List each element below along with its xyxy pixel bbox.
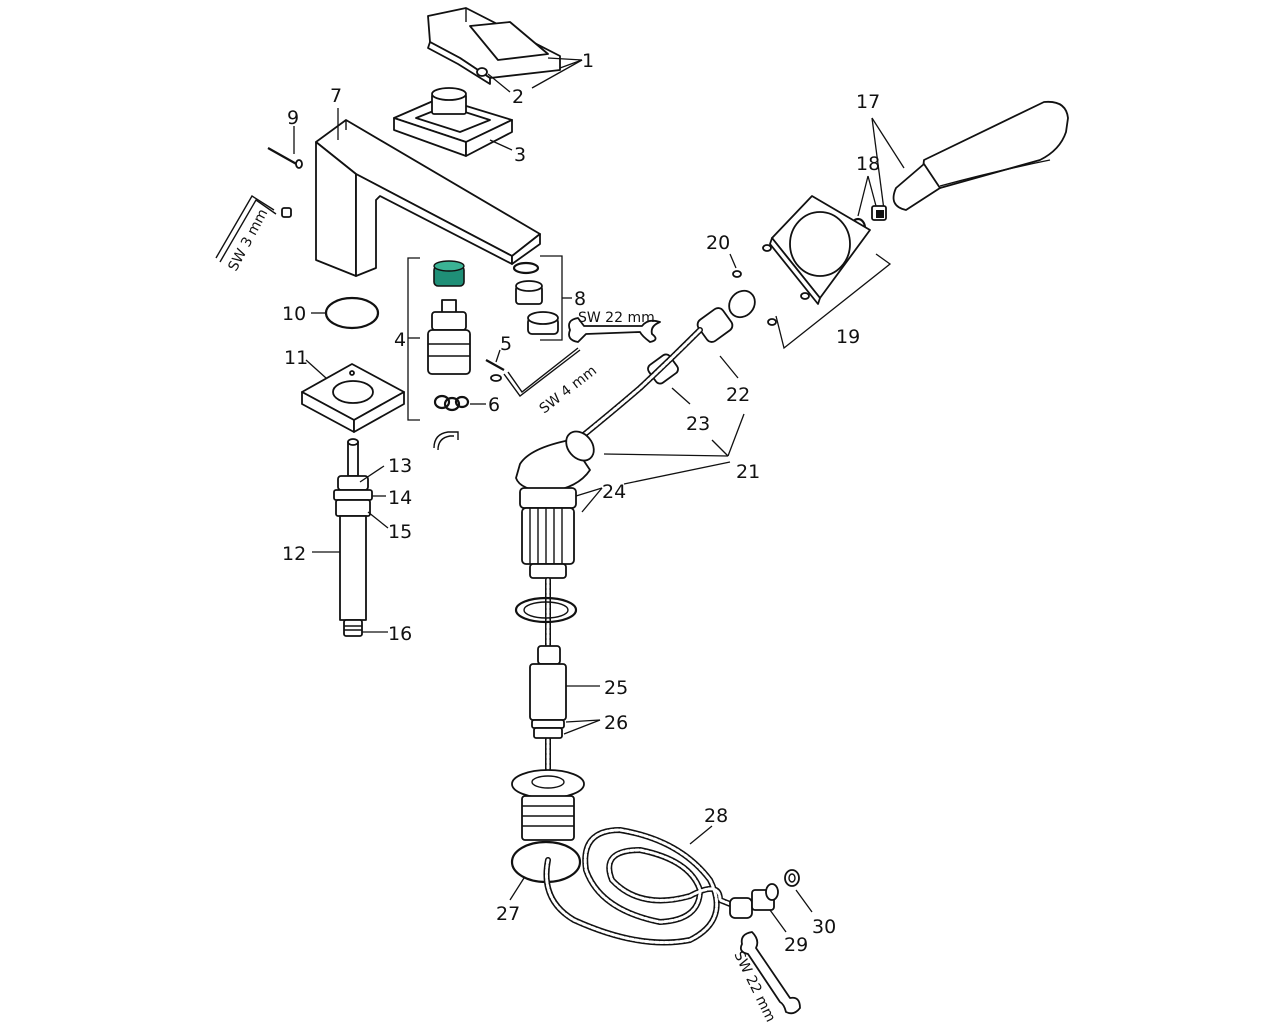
leader-28 [689, 825, 713, 845]
label-8: 8 [574, 288, 586, 310]
part-2-screw [476, 67, 488, 77]
leader-30 [795, 889, 813, 913]
leader-3 [489, 139, 513, 151]
label-22: 22 [726, 384, 750, 406]
label-14: 14 [388, 487, 412, 509]
label-28: 28 [704, 805, 728, 827]
callout-labels: 1 2 3 4 5 6 7 8 9 10 11 12 13 14 15 16 1… [282, 50, 880, 956]
tool-label-hex4: SW 4 mm [537, 363, 600, 417]
leader-21b [711, 439, 729, 457]
part-8-aerator [512, 261, 559, 335]
part-24-swivel-elbow [515, 430, 595, 579]
label-3: 3 [514, 144, 526, 166]
label-18: 18 [856, 153, 880, 175]
part-17-hand-shower [892, 100, 1069, 211]
flat-washer [514, 596, 578, 624]
label-26: 26 [604, 712, 628, 734]
label-1: 1 [582, 50, 594, 72]
label-2: 2 [512, 86, 524, 108]
leader-11 [305, 359, 327, 379]
label-21: 21 [736, 461, 760, 483]
label-30: 30 [812, 916, 836, 938]
label-25: 25 [604, 677, 628, 699]
leader-2b [531, 59, 583, 89]
leader-21c [727, 413, 745, 457]
leader-20 [729, 253, 737, 269]
label-19: 19 [836, 326, 860, 348]
leader-15 [367, 511, 389, 529]
part-10-o-ring [324, 296, 380, 330]
label-11: 11 [284, 347, 308, 369]
label-20: 20 [706, 232, 730, 254]
part-9-pin [267, 147, 303, 218]
label-16: 16 [388, 623, 412, 645]
bracket-4 [407, 257, 420, 421]
part-20-nut [732, 270, 742, 278]
label-7: 7 [330, 85, 342, 107]
label-13: 13 [388, 455, 412, 477]
part-5-screw [485, 359, 505, 382]
leader-18a [857, 175, 869, 217]
part-3-base-square [393, 87, 513, 157]
leader-23 [671, 387, 691, 405]
leader-17a [871, 117, 905, 169]
part-7-spout-body [315, 119, 541, 277]
part-18-washer [849, 205, 887, 239]
leader-26a [565, 719, 601, 723]
label-10: 10 [282, 303, 306, 325]
part-12-diverter [333, 438, 373, 637]
label-4: 4 [394, 329, 406, 351]
leader-29 [769, 909, 787, 933]
label-12: 12 [282, 543, 306, 565]
label-29: 29 [784, 934, 808, 956]
clip-part [433, 431, 459, 451]
part-22-hose-connector [647, 289, 756, 385]
wrench-22mm-top-icon [568, 317, 661, 343]
leader-21a [603, 453, 729, 457]
leader-2 [487, 73, 511, 93]
label-15: 15 [388, 521, 412, 543]
hex-key-3mm-icon [215, 195, 277, 263]
label-17: 17 [856, 91, 880, 113]
label-24: 24 [602, 481, 626, 503]
leader-5 [495, 349, 501, 363]
leader-18b [867, 175, 877, 207]
part-30-nut [784, 869, 800, 887]
leader-27 [509, 877, 525, 901]
leader-19 [775, 253, 892, 350]
label-6: 6 [488, 394, 500, 416]
label-5: 5 [500, 333, 512, 355]
leader-24a [575, 487, 603, 497]
part-29-connector [729, 883, 779, 919]
leader-1 [547, 57, 583, 61]
hex-key-4mm-icon [503, 347, 581, 397]
wrench-22mm-bottom-icon [739, 931, 801, 1015]
leader-22 [719, 355, 739, 379]
leader-24c [623, 461, 731, 485]
part-11-escutcheon [301, 363, 405, 433]
leader-24b [581, 487, 603, 513]
part-6-seal-rings [433, 394, 470, 412]
part-25-sleeve [529, 645, 567, 739]
tool-label-wrench-top: SW 22 mm [578, 310, 655, 326]
label-23: 23 [686, 413, 710, 435]
part-1-spout-cover [427, 7, 561, 85]
leader-26b [563, 719, 601, 735]
leader-17b [871, 117, 885, 211]
part-19-shower-holder [762, 195, 871, 326]
part-27-threaded-nut [510, 769, 585, 884]
leader-13 [359, 465, 385, 483]
label-27: 27 [496, 903, 520, 925]
part-4-cartridge [427, 260, 471, 375]
part-28-coiled-hose [543, 826, 743, 946]
label-9: 9 [287, 107, 299, 129]
